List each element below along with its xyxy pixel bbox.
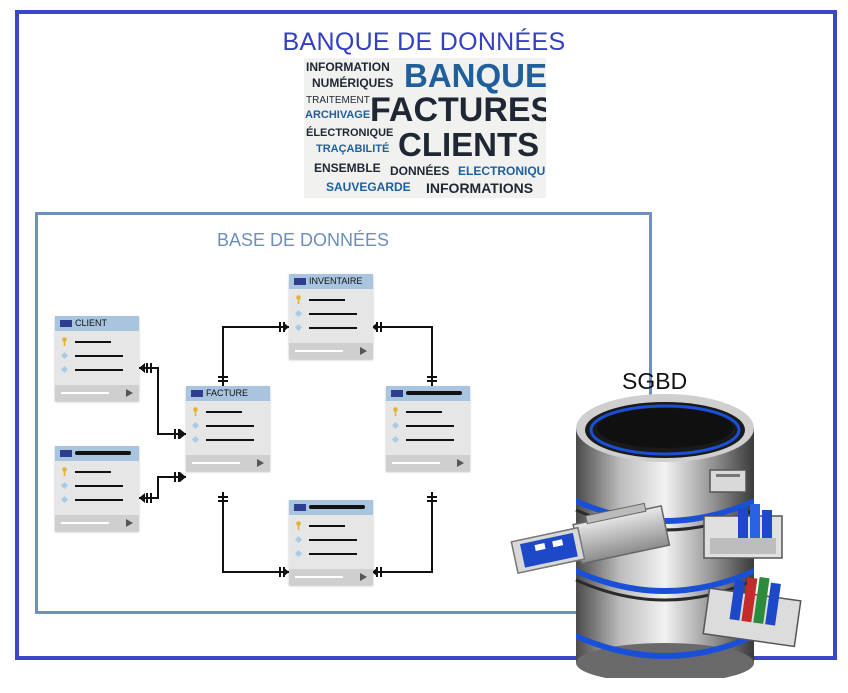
database-title: BASE DE DONNÉES xyxy=(217,230,390,250)
table-bottom xyxy=(289,500,373,585)
field-line xyxy=(406,425,454,427)
field-diamond-icon xyxy=(191,435,200,444)
field-line xyxy=(309,553,357,555)
table-name-bar xyxy=(75,451,131,455)
table-client: CLIENT xyxy=(55,316,139,401)
play-icon xyxy=(257,459,264,467)
field-diamond-icon xyxy=(60,365,69,374)
key-icon xyxy=(62,337,67,346)
field-line xyxy=(309,299,345,301)
table-right xyxy=(386,386,470,471)
key-icon xyxy=(193,407,198,416)
table-name: CLIENT xyxy=(75,318,108,328)
table-footer xyxy=(55,385,139,401)
word-tracabilite: TRAÇABILITÉ xyxy=(316,143,390,155)
table-footer xyxy=(186,455,270,471)
key-icon xyxy=(393,407,398,416)
field-diamond-icon xyxy=(294,535,303,544)
field-diamond-icon xyxy=(391,421,400,430)
key-icon xyxy=(296,521,301,530)
key-icon xyxy=(296,295,301,304)
field-diamond-icon xyxy=(191,421,200,430)
table-footer xyxy=(289,569,373,585)
word-cloud: INFORMATION NUMÉRIQUES BANQUE TRAITEMENT… xyxy=(304,58,546,198)
key-icon xyxy=(62,467,67,476)
field-line xyxy=(309,313,357,315)
field-line xyxy=(75,341,111,343)
word-banque: BANQUE xyxy=(404,58,546,94)
field-line xyxy=(75,369,123,371)
word-donnees: DONNÉES xyxy=(390,164,450,178)
field-diamond-icon xyxy=(60,495,69,504)
play-icon xyxy=(126,389,133,397)
field-line xyxy=(309,525,345,527)
table-facture: FACTURE xyxy=(186,386,270,471)
table-icon xyxy=(60,450,72,457)
table-icon xyxy=(294,278,306,285)
field-line xyxy=(206,411,242,413)
word-information: INFORMATION xyxy=(306,60,390,74)
word-clients: CLIENTS xyxy=(398,126,540,163)
table-name: FACTURE xyxy=(206,388,249,398)
word-ensemble: ENSEMBLE xyxy=(314,161,381,175)
field-line xyxy=(75,485,123,487)
table-footer xyxy=(55,515,139,531)
field-diamond-icon xyxy=(391,435,400,444)
word-informations: INFORMATIONS xyxy=(426,180,534,196)
table-name-bar xyxy=(406,391,462,395)
word-factures: FACTURES xyxy=(370,91,546,129)
table-header: FACTURE xyxy=(186,386,270,401)
table-inventaire: INVENTAIRE xyxy=(289,274,373,359)
table-icon xyxy=(60,320,72,327)
table-header xyxy=(55,446,139,461)
field-line xyxy=(406,411,442,413)
table-icon xyxy=(191,390,203,397)
field-diamond-icon xyxy=(60,351,69,360)
word-sauvegarde: SAUVEGARDE xyxy=(326,180,411,194)
field-diamond-icon xyxy=(294,309,303,318)
table-footer xyxy=(386,455,470,471)
field-line xyxy=(206,439,254,441)
word-numeriques: NUMÉRIQUES xyxy=(312,76,394,90)
play-icon xyxy=(126,519,133,527)
table-name: INVENTAIRE xyxy=(309,276,363,286)
field-line xyxy=(406,439,454,441)
field-line xyxy=(75,499,123,501)
field-line xyxy=(206,425,254,427)
word-electroniqu: ELECTRONIQU xyxy=(458,164,546,178)
word-electronique: ÉLECTRONIQUE xyxy=(306,127,394,139)
table-header xyxy=(386,386,470,401)
field-line xyxy=(75,471,111,473)
play-icon xyxy=(360,573,367,581)
table-footer xyxy=(289,343,373,359)
table-header: CLIENT xyxy=(55,316,139,331)
table-left-lower xyxy=(55,446,139,531)
outer-frame xyxy=(15,10,837,660)
word-traitement: TRAITEMENT xyxy=(306,95,370,106)
table-icon xyxy=(391,390,403,397)
table-header: INVENTAIRE xyxy=(289,274,373,289)
field-diamond-icon xyxy=(294,323,303,332)
sgbd-label: SGBD xyxy=(622,368,688,394)
table-icon xyxy=(294,504,306,511)
table-header xyxy=(289,500,373,515)
field-line xyxy=(75,355,123,357)
field-diamond-icon xyxy=(294,549,303,558)
database-server-icon xyxy=(510,394,802,678)
play-icon xyxy=(360,347,367,355)
play-icon xyxy=(457,459,464,467)
field-line xyxy=(309,327,357,329)
page-title: BANQUE DE DONNÉES xyxy=(282,28,566,56)
word-archivage: ARCHIVAGE xyxy=(305,109,371,121)
field-line xyxy=(309,539,357,541)
field-diamond-icon xyxy=(60,481,69,490)
table-name-bar xyxy=(309,505,365,509)
